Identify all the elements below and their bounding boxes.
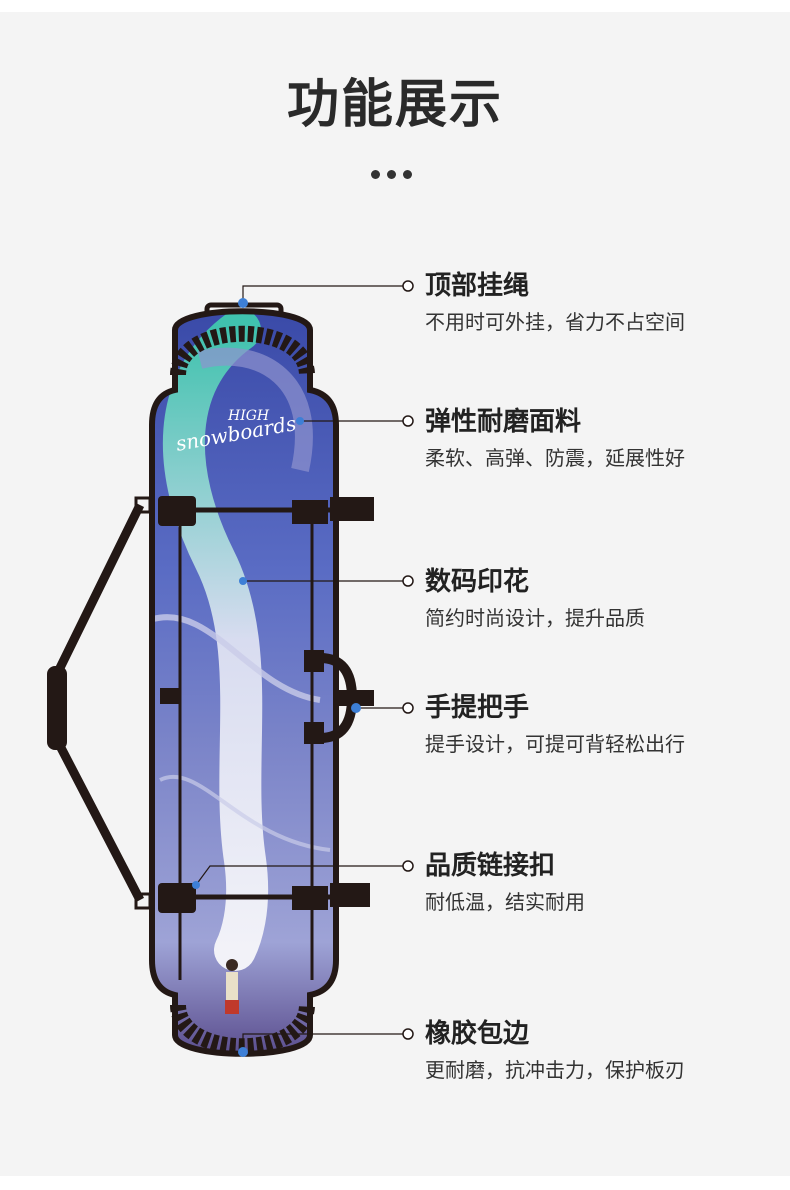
feature-title: 弹性耐磨面料 bbox=[425, 407, 582, 437]
shoulder-strap bbox=[47, 496, 152, 910]
feature-title: 橡胶包边 bbox=[425, 1019, 530, 1049]
callout-endpoints bbox=[402, 280, 414, 1040]
bag-body: HIGH snowboards bbox=[149, 308, 339, 1057]
feature-buckle: 品质链接扣 耐低温，结实耐用 bbox=[425, 850, 765, 916]
feature-desc: 柔软、高弹、防震，延展性好 bbox=[425, 446, 685, 470]
callout-markers bbox=[192, 298, 361, 1057]
feature-desc: 耐低温，结实耐用 bbox=[425, 890, 585, 914]
bottom-border bbox=[0, 1176, 790, 1190]
logo-mark: HIGH bbox=[227, 408, 270, 424]
feature-title: 顶部挂绳 bbox=[425, 271, 530, 301]
carry-handle bbox=[160, 650, 374, 744]
title-dots-decoration bbox=[371, 164, 421, 179]
feature-title: 数码印花 bbox=[425, 567, 530, 597]
callout-lines bbox=[195, 285, 403, 1050]
feature-desc: 简约时尚设计，提升品质 bbox=[425, 606, 645, 630]
feature-title: 手提把手 bbox=[425, 693, 530, 723]
feature-title: 品质链接扣 bbox=[425, 851, 556, 881]
top-border bbox=[0, 0, 790, 12]
buckle-top bbox=[158, 496, 374, 526]
feature-desc: 提手设计，可提可背轻松出行 bbox=[425, 732, 685, 756]
feature-handle: 手提把手 提手设计，可提可背轻松出行 bbox=[425, 692, 765, 758]
feature-desc: 不用时可外挂，省力不占空间 bbox=[425, 310, 685, 334]
page-title: 功能展示 bbox=[286, 75, 503, 135]
buckle-bottom bbox=[158, 883, 370, 913]
feature-fabric: 弹性耐磨面料 柔软、高弹、防震，延展性好 bbox=[425, 406, 765, 472]
feature-top-rope: 顶部挂绳 不用时可外挂，省力不占空间 bbox=[425, 270, 765, 336]
dragon-print bbox=[162, 311, 269, 971]
feature-print: 数码印花 简约时尚设计，提升品质 bbox=[425, 566, 765, 632]
feature-desc: 更耐磨，抗冲击力，保护板刃 bbox=[425, 1058, 685, 1082]
feature-rubber-edge: 橡胶包边 更耐磨，抗冲击力，保护板刃 bbox=[425, 1018, 765, 1084]
